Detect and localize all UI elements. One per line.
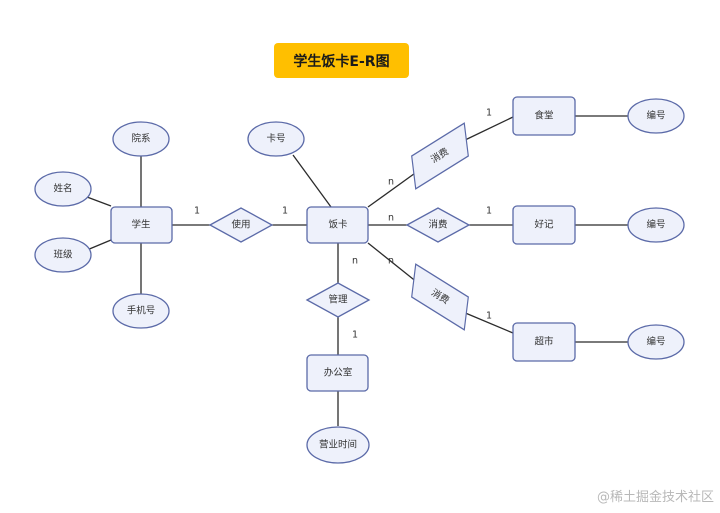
attr-department-label: 院系 bbox=[131, 133, 150, 145]
rel-use-label: 使用 bbox=[231, 219, 250, 231]
entity-card[interactable] bbox=[306, 206, 369, 244]
attr-phone-label: 手机号 bbox=[127, 305, 156, 317]
entity-supermarket-label: 超市 bbox=[534, 336, 554, 348]
attr-name-label: 姓名 bbox=[53, 183, 72, 195]
entity-canteen-label: 食堂 bbox=[534, 110, 553, 122]
attr-business-hours-label: 营业时间 bbox=[319, 439, 357, 451]
labels: 学生 饭卡 食堂 好记 超市 办公室 院系 姓名 班级 手机号 卡号 编号 编号… bbox=[53, 110, 665, 451]
entity-canteen[interactable] bbox=[512, 96, 576, 136]
card-use-card: 1 bbox=[282, 206, 288, 217]
edge-student-name bbox=[86, 196, 112, 207]
entity-supermarket[interactable] bbox=[512, 322, 576, 362]
watermark: @稀土掘金技术社区 bbox=[596, 490, 714, 505]
rel-consume-supermarket[interactable] bbox=[400, 263, 480, 331]
connectors bbox=[86, 115, 628, 426]
cardinality-labels: 1 1 n 1 n 1 n 1 n 1 bbox=[194, 108, 492, 341]
card-supermarket-side: 1 bbox=[486, 311, 492, 322]
attr-class[interactable] bbox=[34, 237, 92, 273]
diagram-title: 学生饭卡E-R图 bbox=[274, 43, 409, 78]
attr-cardno-label: 卡号 bbox=[266, 133, 285, 145]
edge-card-cardno bbox=[292, 154, 332, 208]
entity-haoji[interactable] bbox=[512, 205, 576, 245]
card-card-supermarket: n bbox=[388, 256, 394, 267]
card-card-canteen: n bbox=[388, 177, 394, 188]
rel-consume-haoji[interactable] bbox=[405, 207, 471, 243]
entity-haoji-label: 好记 bbox=[534, 219, 554, 231]
attr-phone[interactable] bbox=[112, 293, 170, 329]
edge-card-consume-supermarket bbox=[367, 242, 419, 284]
entity-office-label: 办公室 bbox=[324, 367, 353, 379]
attr-class-label: 班级 bbox=[53, 249, 73, 261]
card-student-use: 1 bbox=[194, 206, 200, 217]
attr-business-hours[interactable] bbox=[306, 426, 370, 464]
rel-use[interactable] bbox=[208, 207, 274, 243]
attr-department[interactable] bbox=[112, 121, 170, 157]
rel-consume-canteen[interactable] bbox=[400, 122, 480, 190]
rel-manage-label: 管理 bbox=[328, 294, 348, 306]
edge-consume-supermarket bbox=[462, 311, 514, 334]
edge-student-class bbox=[86, 239, 112, 251]
attr-haoji-id[interactable] bbox=[627, 207, 685, 243]
attr-haoji-id-label: 编号 bbox=[646, 219, 665, 231]
entity-student[interactable] bbox=[110, 206, 173, 244]
rel-consume-haoji-label: 消费 bbox=[428, 219, 447, 231]
shapes bbox=[34, 96, 685, 464]
attr-canteen-id-label: 编号 bbox=[646, 110, 665, 122]
attr-cardno[interactable] bbox=[247, 121, 305, 157]
entity-card-label: 饭卡 bbox=[328, 219, 348, 231]
card-card-manage: n bbox=[352, 256, 358, 267]
card-office-side: 1 bbox=[352, 330, 358, 341]
entity-office[interactable] bbox=[306, 354, 369, 392]
card-haoji-side: 1 bbox=[486, 206, 492, 217]
attr-supermarket-id[interactable] bbox=[627, 324, 685, 360]
attr-name[interactable] bbox=[34, 171, 92, 207]
card-card-haoji: n bbox=[388, 213, 394, 224]
edge-consume-canteen bbox=[462, 116, 514, 142]
card-canteen-side: 1 bbox=[486, 108, 492, 119]
attr-canteen-id[interactable] bbox=[627, 98, 685, 134]
rel-manage[interactable] bbox=[305, 282, 371, 318]
entity-student-label: 学生 bbox=[131, 219, 151, 231]
edge-card-consume-canteen bbox=[367, 170, 419, 208]
attr-supermarket-id-label: 编号 bbox=[646, 336, 665, 348]
